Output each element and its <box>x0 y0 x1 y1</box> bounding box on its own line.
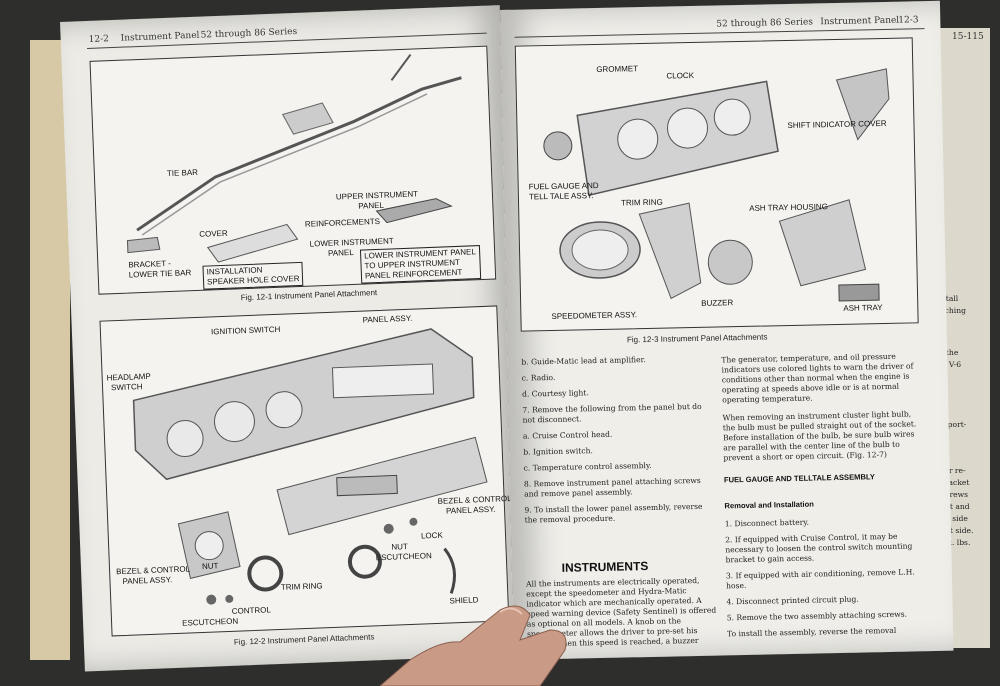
right-header-title: Instrument Panel <box>820 15 900 28</box>
label-panel-assy: PANEL ASSY. <box>362 313 413 325</box>
col1-line: c. Temperature control assembly. <box>523 460 652 473</box>
fuel-gauge-heading: FUEL GAUGE AND TELLTALE ASSEMBLY <box>723 472 875 485</box>
right-page: 52 through 86 Series Instrument Panel 12… <box>500 0 954 660</box>
col1-line: 8. Remove instrument panel attaching scr… <box>523 475 701 499</box>
instruments-heading: INSTRUMENTS <box>561 559 649 575</box>
label-nut-right: NUT <box>391 542 409 552</box>
caption-fig-12-2: Fig. 12-2 Instrument Panel Attachments <box>233 632 375 647</box>
edge-text-fragment: n screws <box>934 490 968 499</box>
col1-line: b. Ignition switch. <box>523 446 594 457</box>
edge-text-fragment: ator side <box>934 514 968 523</box>
label-lower-to-upper-box: LOWER INSTRUMENT PANEL TO UPPER INSTRUME… <box>359 245 481 284</box>
figure-12-1: TIE BAR COVER BRACKET - LOWER TIE BAR UP… <box>89 45 497 295</box>
left-column-text: b. Guide-Matic lead at amplifier. c. Rad… <box>521 354 715 532</box>
col1-line: d. Courtesy light. <box>521 388 589 399</box>
edge-text-fragment: front side. <box>934 526 974 535</box>
edge-text-fragment: after re- <box>934 466 966 475</box>
edge-text-fragment: 18 ft. lbs. <box>934 538 971 547</box>
col1-line: c. Radio. <box>521 372 556 383</box>
left-header-series: 52 through 86 Series <box>200 26 298 41</box>
right-header-num: 12-3 <box>898 15 919 26</box>
label-speedometer: SPEEDOMETER ASSY. <box>551 310 638 321</box>
label-cover: COVER <box>199 228 228 239</box>
removal-heading: Removal and Installation <box>724 499 814 511</box>
label-installation-box: INSTALLATION SPEAKER HOLE COVER <box>202 261 304 290</box>
label-tie-bar: TIE BAR <box>166 167 199 179</box>
left-header-num: 12-2 <box>88 34 110 45</box>
step-line: 1. Disconnect battery. <box>724 517 810 529</box>
label-bezel-left-2: PANEL ASSY. <box>122 575 173 587</box>
cluster-exploded-illustration <box>543 68 890 302</box>
label-bezel-right-2: PANEL ASSY. <box>445 504 496 516</box>
edge-header: 15-115 <box>952 32 984 42</box>
label-fuel-gauge-2: TELL TALE ASSY. <box>528 191 594 202</box>
edge-text-fragment: r bracket <box>934 478 970 487</box>
label-bracket: BRACKET - <box>128 258 172 270</box>
label-ash-tray-housing: ASH TRAY HOUSING <box>749 202 828 213</box>
label-trim-ring: TRIM RING <box>280 581 323 592</box>
label-ash-tray: ASH TRAY <box>843 303 883 313</box>
step-line: 2. If equipped with Cruise Control, it m… <box>725 531 913 565</box>
label-fuel-gauge: FUEL GAUGE AND <box>528 180 599 192</box>
label-clock: CLOCK <box>666 70 695 81</box>
edge-text-fragment: front and <box>934 502 970 511</box>
label-lock: LOCK <box>420 530 443 541</box>
figure-12-2: IGNITION SWITCH PANEL ASSY. HEADLAMP SWI… <box>99 305 512 637</box>
label-lower-panel-2: PANEL <box>327 247 354 258</box>
label-nut-left: NUT <box>201 561 219 571</box>
hand-photo <box>380 605 567 686</box>
label-speaker-hole: SPEAKER HOLE COVER <box>206 273 300 287</box>
label-upper-panel-2: PANEL <box>358 200 385 211</box>
caption-fig-12-3: Fig. 12-3 Instrument Panel Attachments <box>626 332 768 345</box>
label-control: CONTROL <box>231 605 272 616</box>
step-line: To install the assembly, reverse the rem… <box>727 625 897 639</box>
dash-frame-illustration <box>126 53 462 263</box>
col1-line: 7. Remove the following from the panel b… <box>522 401 702 425</box>
caption-fig-12-1: Fig. 12-1 Instrument Panel Attachment <box>240 288 378 303</box>
right-header-series: 52 through 86 Series <box>716 17 814 30</box>
removal-steps: 1. Disconnect battery. 2. If equipped wi… <box>725 515 928 645</box>
step-line: 5. Remove the two assembly attaching scr… <box>726 609 908 623</box>
left-page: 12-2 Instrument Panel 52 through 86 Seri… <box>60 5 525 672</box>
edge-text-fragment: support- <box>934 420 967 429</box>
label-headlamp: HEADLAMP <box>106 371 151 383</box>
instrument-panel-illustration <box>132 328 488 605</box>
step-line: 3. If equipped with air conditioning, re… <box>725 567 915 591</box>
edge-text-fragment: ttaching <box>934 306 966 315</box>
col1-line: 9. To install the lower panel assembly, … <box>524 501 703 525</box>
figure-12-3: GROMMET CLOCK SHIFT INDICATOR COVER FUEL… <box>514 37 919 332</box>
left-header-title: Instrument Panel <box>120 30 200 44</box>
label-trim-ring: TRIM RING <box>620 197 663 208</box>
col2-paragraph-1: The generator, temperature, and oil pres… <box>721 351 914 405</box>
right-header-rule <box>514 28 925 38</box>
col2-paragraph-2: When removing an instrument cluster ligh… <box>722 409 917 463</box>
col1-line: a. Cruise Control head. <box>522 429 613 441</box>
book-left-edge <box>30 40 70 660</box>
step-line: 4. Disconnect printed circuit plug. <box>726 594 859 607</box>
col1-line: b. Guide-Matic lead at amplifier. <box>521 355 646 367</box>
label-headlamp-2: SWITCH <box>110 382 143 393</box>
label-buzzer: BUZZER <box>701 298 734 308</box>
label-grommet: GROMMET <box>596 64 639 74</box>
